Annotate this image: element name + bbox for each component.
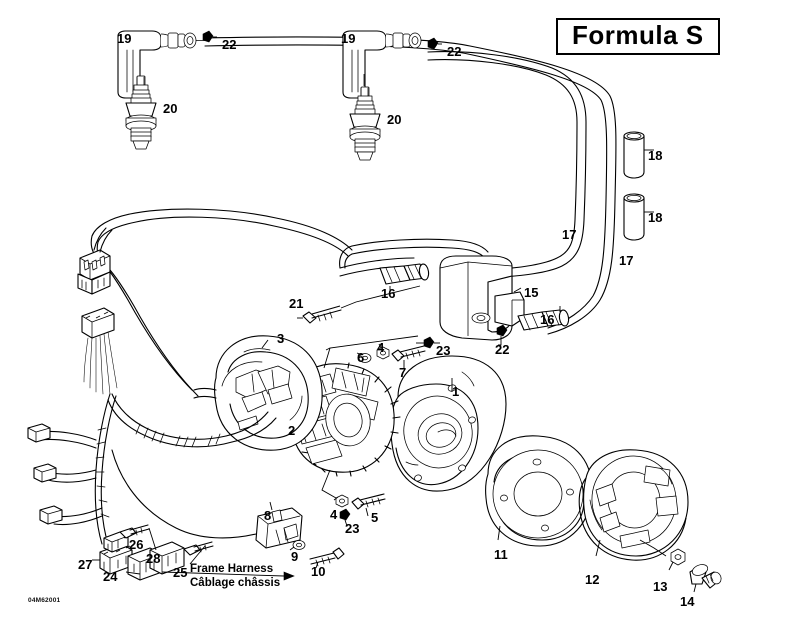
- connector-block-upper: [77, 227, 113, 295]
- callout-magneto-flywheel: 1: [452, 384, 460, 399]
- connector-small-left-upper2: [39, 505, 63, 525]
- callout-bolt-recoil: 14: [680, 594, 695, 609]
- sleeve-18-lower-art: [623, 193, 654, 241]
- sleeve-16-right-art: [517, 306, 570, 331]
- spark-plug-right-art: [349, 74, 381, 161]
- page-title: Formula S: [556, 18, 720, 56]
- callout-clip-coil: 22: [495, 342, 510, 357]
- callout-ignition-coil: 15: [524, 285, 539, 300]
- callout-protective-sleeve-upper: 18: [648, 148, 663, 163]
- pulley-11-art: [485, 435, 593, 547]
- callout-nut-upper: 4: [377, 340, 385, 355]
- bolt-14-art: [689, 564, 722, 593]
- clip-22-coil-art: [496, 324, 508, 346]
- callout-magneto-housing-cover: 3: [277, 331, 285, 346]
- callout-screw-coil: 21: [289, 296, 304, 311]
- wiring-harness-art: [27, 208, 353, 545]
- terminal-28-art: [119, 524, 157, 551]
- callout-high-tension-cable-outer: 17: [619, 253, 634, 268]
- callout-screw-upper: 7: [399, 365, 407, 380]
- sensor-8-art: [111, 449, 345, 569]
- callout-clip-spark-plug-left: 22: [222, 37, 237, 52]
- sleeve-18-upper-art: [623, 131, 654, 179]
- callout-spark-plug-cap-right: 19: [341, 31, 356, 46]
- callout-recoil-housing: 12: [585, 572, 600, 587]
- callout-spark-plug-left: 20: [163, 101, 178, 116]
- screw-21-art: [297, 285, 421, 324]
- footer-part-code: 04M62001: [28, 597, 61, 604]
- clip-22-right-art: [427, 37, 442, 50]
- recoil-12-art: [578, 449, 722, 593]
- callout-nut-lower: 4: [330, 507, 338, 522]
- callout-washer: 6: [357, 350, 365, 365]
- callout-connector-left: 27: [78, 557, 93, 572]
- callout-screw-lower: 5: [371, 510, 379, 525]
- callout-clip-upper: 23: [436, 343, 451, 358]
- harness-caption-en: Frame Harness: [190, 563, 274, 575]
- callout-spark-plug-cap-left: 19: [117, 31, 132, 46]
- callout-clip-lower: 23: [345, 521, 360, 536]
- callout-sleeve-left: 16: [381, 286, 396, 301]
- callout-clip-spark-plug-right: 22: [447, 44, 462, 59]
- callout-stator-assembly: 2: [288, 423, 296, 438]
- callout-sleeve-right: 16: [540, 312, 555, 327]
- ht-cable-to-coil: [339, 238, 489, 277]
- callout-screw-sensor: 10: [311, 564, 326, 579]
- callout-terminal-pin-upper: 28: [146, 551, 161, 566]
- callout-washer-sensor: 9: [291, 549, 299, 564]
- harness-tape-wraps: [135, 423, 221, 448]
- housing-3-art: [193, 335, 323, 451]
- spark-plug-left-art: [125, 63, 157, 150]
- stator-2-art: [290, 362, 401, 477]
- callout-starter-pulley: 11: [494, 547, 508, 562]
- callout-spark-plug-right: 20: [387, 112, 402, 127]
- fastener-lower-group: [321, 469, 386, 527]
- callout-high-tension-cable-inner: 17: [562, 227, 577, 242]
- harness-caption-fr: Câblage châssis: [190, 576, 281, 589]
- connector-block-mid: [81, 307, 118, 395]
- connector-group-24-28: [92, 524, 295, 581]
- sleeve-16-left-art: [379, 263, 430, 292]
- connector-small-leftmost: [27, 423, 51, 443]
- callout-protective-sleeve-lower: 18: [648, 210, 663, 225]
- clip-22-left-art: [202, 30, 217, 43]
- callout-connector-upper: 26: [129, 537, 144, 552]
- ignition-coil-art: [439, 255, 525, 341]
- ht-cable-inner: [427, 51, 587, 278]
- callout-trigger-coil-sensor: 8: [264, 508, 272, 523]
- connector-small-left-lower: [33, 463, 57, 483]
- callout-connector-housing: 24: [103, 569, 118, 584]
- connector-27-art: [92, 543, 133, 575]
- callout-terminal-pin-right: 25: [173, 565, 188, 580]
- flywheel-1-art: [390, 355, 507, 492]
- connector-24-art: [125, 541, 185, 581]
- ht-cable-outer: [204, 36, 617, 335]
- fastener-upper-group: [323, 335, 440, 369]
- spark-plug-cap-right-art: [342, 30, 422, 99]
- spark-plug-cap-left-art: [117, 30, 206, 99]
- terminal-25-art: [183, 541, 214, 565]
- frame-harness-caption: Frame Harness Câblage châssis: [190, 563, 280, 590]
- callout-nut-recoil: 13: [653, 579, 668, 594]
